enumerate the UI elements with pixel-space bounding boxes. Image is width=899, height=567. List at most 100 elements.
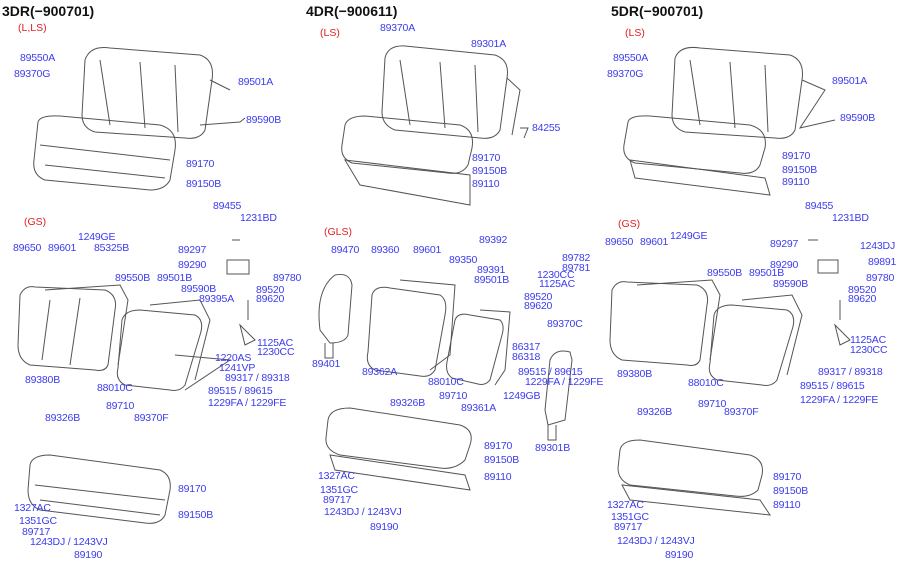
part-number-label[interactable]: 89370F xyxy=(724,406,759,418)
part-number-label[interactable]: 1327AC xyxy=(607,499,644,511)
part-number-label[interactable]: 1229FA / 1229FE xyxy=(208,397,287,409)
part-number-label[interactable]: 89326B xyxy=(45,412,81,424)
part-number-label[interactable]: 89190 xyxy=(74,549,103,561)
part-number-label[interactable]: 89370A xyxy=(380,22,416,34)
part-number-label[interactable]: 89717 xyxy=(614,521,643,533)
part-number-label[interactable]: 89782 xyxy=(562,252,591,264)
part-number-label[interactable]: 89362A xyxy=(362,366,398,378)
part-number-label[interactable]: 1243DJ xyxy=(860,240,895,252)
part-number-label[interactable]: 89290 xyxy=(770,259,799,271)
part-number-label[interactable]: 89601 xyxy=(413,244,442,256)
part-number-label[interactable]: 84255 xyxy=(532,122,561,134)
part-number-label[interactable]: 88010C xyxy=(688,377,724,389)
part-number-label[interactable]: 89370F xyxy=(134,412,169,424)
part-number-label[interactable]: 89710 xyxy=(439,390,468,402)
part-number-label[interactable]: 89317 / 89318 xyxy=(225,372,290,384)
part-number-label[interactable]: 89170 xyxy=(178,483,207,495)
part-number-label[interactable]: 89150B xyxy=(186,178,222,190)
part-number-label[interactable]: 1351GC xyxy=(611,511,649,523)
part-number-label[interactable]: 1230CC xyxy=(850,344,888,356)
part-number-label[interactable]: 89455 xyxy=(213,200,242,212)
part-number-label[interactable]: 89301A xyxy=(471,38,507,50)
part-number-label[interactable]: 1125AC xyxy=(850,334,886,346)
part-number-label[interactable]: 1327AC xyxy=(14,502,51,514)
part-number-label[interactable]: 89470 xyxy=(331,244,360,256)
part-number-label[interactable]: 1327AC xyxy=(318,470,355,482)
part-number-label[interactable]: 89110 xyxy=(472,178,500,190)
part-number-label[interactable]: 89297 xyxy=(770,238,799,250)
part-number-label[interactable]: 89380B xyxy=(25,374,61,386)
part-number-label[interactable]: 1229FA / 1229FE xyxy=(525,376,604,388)
part-number-label[interactable]: 89370C xyxy=(547,318,583,330)
part-number-label[interactable]: 1249GB xyxy=(503,390,541,402)
part-number-label[interactable]: 89590B xyxy=(246,114,282,126)
part-number-label[interactable]: 89550A xyxy=(20,52,56,64)
part-number-label[interactable]: 89170 xyxy=(773,471,802,483)
part-number-label[interactable]: 89326B xyxy=(637,406,673,418)
part-number-label[interactable]: 89370G xyxy=(607,68,644,80)
part-number-label[interactable]: 89550A xyxy=(613,52,649,64)
part-number-label[interactable]: 89360 xyxy=(371,244,400,256)
part-number-label[interactable]: 89361A xyxy=(461,402,497,414)
part-number-label[interactable]: 89501B xyxy=(749,267,785,279)
part-number-label[interactable]: 89391 xyxy=(477,264,506,276)
part-number-label[interactable]: 1249GE xyxy=(78,231,116,243)
part-number-label[interactable]: 1125AC xyxy=(257,337,293,349)
part-number-label[interactable]: 89710 xyxy=(698,398,727,410)
part-number-label[interactable]: 89501B xyxy=(474,274,510,286)
part-number-label[interactable]: 89170 xyxy=(472,152,501,164)
part-number-label[interactable]: 89717 xyxy=(22,526,51,538)
part-number-label[interactable]: 89650 xyxy=(13,242,42,254)
part-number-label[interactable]: 89520 xyxy=(848,284,877,296)
part-number-label[interactable]: 88010C xyxy=(428,376,464,388)
part-number-label[interactable]: 88010C xyxy=(97,382,133,394)
part-number-label[interactable]: 89620 xyxy=(256,293,285,305)
part-number-label[interactable]: 89190 xyxy=(665,549,694,561)
part-number-label[interactable]: 89781 xyxy=(562,262,591,274)
part-number-label[interactable]: 1231BD xyxy=(832,212,869,224)
part-number-label[interactable]: 89515 / 89615 xyxy=(208,385,273,397)
part-number-label[interactable]: 89395A xyxy=(199,293,235,305)
part-number-label[interactable]: 89590B xyxy=(840,112,876,124)
part-number-label[interactable]: 1351GC xyxy=(320,484,358,496)
part-number-label[interactable]: 1243DJ / 1243VJ xyxy=(617,535,695,547)
part-number-label[interactable]: 89780 xyxy=(866,272,895,284)
part-number-label[interactable]: 1243DJ / 1243VJ xyxy=(324,506,402,518)
part-number-label[interactable]: 1230CC xyxy=(537,269,575,281)
part-number-label[interactable]: 89297 xyxy=(178,244,207,256)
part-number-label[interactable]: 1220AS xyxy=(215,352,252,364)
part-number-label[interactable]: 1249GE xyxy=(670,230,708,242)
part-number-label[interactable]: 89650 xyxy=(605,236,634,248)
part-number-label[interactable]: 89301B xyxy=(535,442,571,454)
part-number-label[interactable]: 89590B xyxy=(773,278,809,290)
part-number-label[interactable]: 89150B xyxy=(178,509,214,521)
part-number-label[interactable]: 89601 xyxy=(640,236,669,248)
part-number-label[interactable]: 89891 xyxy=(868,256,897,268)
part-number-label[interactable]: 89515 / 89615 xyxy=(518,366,583,378)
part-number-label[interactable]: 89150B xyxy=(472,165,508,177)
part-number-label[interactable]: 1241VP xyxy=(219,362,256,374)
part-number-label[interactable]: 1351GC xyxy=(19,515,57,527)
part-number-label[interactable]: 89550B xyxy=(115,272,151,284)
part-number-label[interactable]: 85325B xyxy=(94,242,130,254)
part-number-label[interactable]: 89326B xyxy=(390,397,426,409)
part-number-label[interactable]: 89370G xyxy=(14,68,51,80)
part-number-label[interactable]: 89501B xyxy=(157,272,193,284)
part-number-label[interactable]: 89401 xyxy=(312,358,341,370)
part-number-label[interactable]: 89110 xyxy=(773,499,801,511)
part-number-label[interactable]: 1229FA / 1229FE xyxy=(800,394,879,406)
part-number-label[interactable]: 89590B xyxy=(181,283,217,295)
part-number-label[interactable]: 1243DJ / 1243VJ xyxy=(30,536,108,548)
part-number-label[interactable]: 89170 xyxy=(782,150,811,162)
part-number-label[interactable]: 1230CC xyxy=(257,346,295,358)
part-number-label[interactable]: 89290 xyxy=(178,259,207,271)
part-number-label[interactable]: 89515 / 89615 xyxy=(800,380,865,392)
part-number-label[interactable]: 89170 xyxy=(484,440,513,452)
part-number-label[interactable]: 89350 xyxy=(449,254,478,266)
part-number-label[interactable]: 1231BD xyxy=(240,212,277,224)
part-number-label[interactable]: 86318 xyxy=(512,351,541,363)
part-number-label[interactable]: 89501A xyxy=(238,76,274,88)
part-number-label[interactable]: 89110 xyxy=(782,176,810,188)
part-number-label[interactable]: 89110 xyxy=(484,471,512,483)
part-number-label[interactable]: 89601 xyxy=(48,242,77,254)
